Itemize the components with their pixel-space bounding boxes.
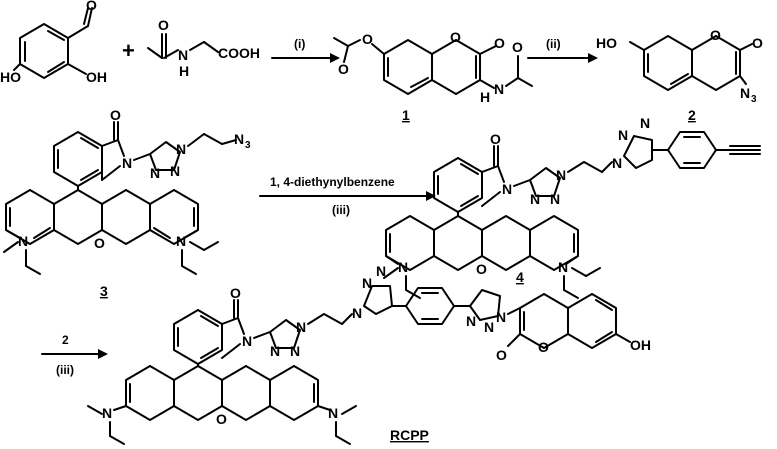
triazole-n3-4: N xyxy=(530,191,540,207)
amide-n-1: N xyxy=(494,81,504,97)
lactone-o-r: O xyxy=(496,347,507,363)
compound-2-label: 2 xyxy=(688,107,696,123)
triazole2-n3-r: N xyxy=(376,263,386,279)
compound-4-label: 4 xyxy=(516,269,524,285)
triazole2-n3-4: N xyxy=(640,115,650,131)
step-i-label: (i) xyxy=(294,37,305,51)
amine-n-left-3: N xyxy=(18,233,28,249)
triazole-n1-3: N xyxy=(176,141,186,157)
carboxylic-acid: COOH xyxy=(218,45,260,61)
triazole3-n1-r: N xyxy=(466,313,476,329)
triazole3-n2-r: N xyxy=(484,319,494,335)
triazole-n1-4: N xyxy=(556,167,566,183)
acetyl-o: O xyxy=(158,17,169,33)
azide-sub-3: 3 xyxy=(245,140,251,151)
amine-n-left-r: N xyxy=(102,405,112,421)
lactone-o-1: O xyxy=(494,35,505,51)
arrow-step-iii-b: 2 (iii) xyxy=(41,333,108,377)
ring-o-r: O xyxy=(538,339,549,355)
step-iv-reagent: 2 xyxy=(62,333,69,347)
amide-n: N xyxy=(178,47,188,63)
triazole2-n1-r: N xyxy=(352,305,362,321)
compound-3-label: 3 xyxy=(100,283,108,299)
triazole-n2-3: N xyxy=(170,163,180,179)
azide-n-3: N xyxy=(234,131,244,147)
amine-n-right-3: N xyxy=(176,233,186,249)
ring-o-2: O xyxy=(710,27,721,43)
triazole-n3-r: N xyxy=(270,343,280,359)
rcpp-label: RCPP xyxy=(390,427,429,443)
aldehyde-o: O xyxy=(86,0,97,13)
amide-carbonyl-o-1: O xyxy=(512,39,523,55)
triazole2-n1-4: N xyxy=(612,155,622,171)
amine-n-left-4: N xyxy=(398,259,408,275)
acetoxy-carbonyl-o: O xyxy=(338,61,349,77)
compound-2: O O HO N 3 2 xyxy=(596,27,763,123)
arrow-step-iii-a: 1, 4-diethynylbenzene (iii) xyxy=(259,175,436,217)
hydroxy-ho: HO xyxy=(0,69,21,85)
triazole3-n3-r: N xyxy=(496,309,506,325)
step-ii-label: (ii) xyxy=(546,37,561,51)
amine-n-right-4: N xyxy=(558,259,568,275)
azide-sub-2: 3 xyxy=(751,94,757,105)
triazole-n1-r: N xyxy=(296,319,306,335)
hydroxy-2: HO xyxy=(596,35,617,51)
triazole-n2-4: N xyxy=(550,191,560,207)
azide-n-2: N xyxy=(740,85,750,101)
lactam-n-3: N xyxy=(122,155,132,171)
compound-4: O N N N N N N N O N N xyxy=(383,115,761,299)
lactam-n-r: N xyxy=(242,333,252,349)
lactam-o-4: O xyxy=(490,131,501,147)
amine-n-right-r: N xyxy=(328,405,338,421)
triazole-n3-3: N xyxy=(150,165,160,181)
plus-sign: + xyxy=(122,38,135,63)
xanthene-o-4: O xyxy=(476,261,487,277)
step-iii-label-a: (iii) xyxy=(332,203,350,217)
triazole2-n2-r: N xyxy=(362,275,372,291)
step-iii-reagent: 1, 4-diethynylbenzene xyxy=(270,175,395,189)
hydroxy-oh: OH xyxy=(86,69,107,85)
ring-o-1: O xyxy=(450,29,461,45)
dihydroxybenzaldehyde: O OH HO xyxy=(0,0,107,85)
compound-3: O N N N N N 3 O N N xyxy=(3,107,251,299)
acetoxy-o: O xyxy=(362,31,373,47)
arrow-step-ii: (ii) xyxy=(527,37,598,63)
arrow-step-i: (i) xyxy=(271,37,340,63)
lactam-n-4: N xyxy=(502,181,512,197)
rcpp: O N N N N N N N N N N O O OH xyxy=(87,263,651,445)
xanthene-o-3: O xyxy=(94,235,105,251)
lactone-o-2: O xyxy=(752,35,763,51)
amide-h: H xyxy=(179,63,189,79)
xanthene-o-r: O xyxy=(216,411,227,427)
compound-1-label: 1 xyxy=(402,107,410,123)
hydroxy-r: OH xyxy=(630,337,651,353)
amide-h-1: H xyxy=(480,89,490,105)
triazole2-n2-4: N xyxy=(618,127,628,143)
lactam-o-r: O xyxy=(230,285,241,301)
triazole-n2-r: N xyxy=(290,343,300,359)
lactam-o-3: O xyxy=(110,107,121,123)
compound-1: O O O O H N O 1 xyxy=(333,29,533,123)
n-acetylglycine: O N H COOH xyxy=(147,17,260,79)
step-iv-label: (iii) xyxy=(56,363,74,377)
